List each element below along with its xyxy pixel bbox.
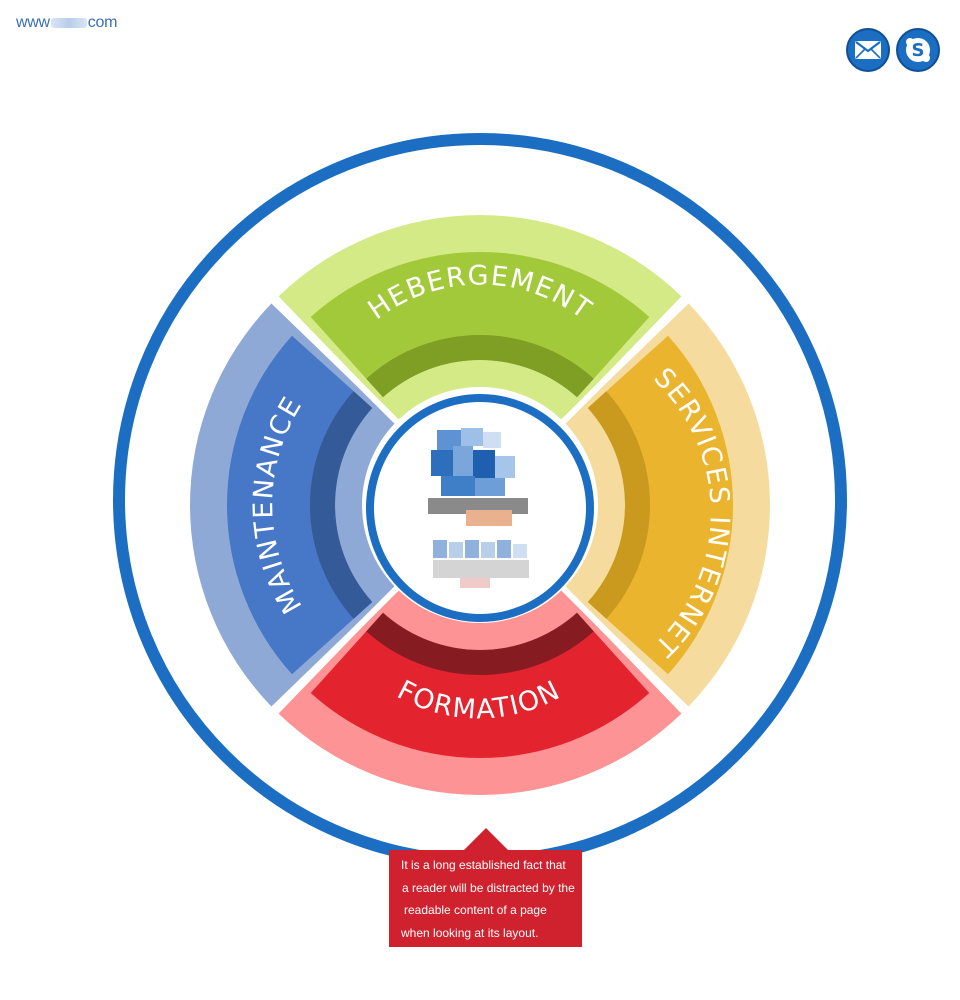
segment-separator <box>557 293 692 428</box>
envelope-icon <box>855 41 881 59</box>
site-url-suffix: com <box>87 14 118 31</box>
contact-buttons: S <box>846 28 940 72</box>
segment-formation-inner-shade <box>366 612 594 675</box>
info-callout: It is a long established fact that a rea… <box>389 828 582 947</box>
site-url[interactable]: www com <box>16 14 117 32</box>
site-url-prefix: www <box>16 14 50 31</box>
callout-line: It is a long established fact that <box>401 858 566 872</box>
email-button[interactable] <box>846 28 890 72</box>
skype-button[interactable]: S <box>896 28 940 72</box>
skype-icon: S <box>906 38 930 62</box>
segment-separator <box>268 293 403 428</box>
segments-layer <box>189 214 770 795</box>
company-logo[interactable] <box>428 428 529 588</box>
segment-services-inner-shade <box>587 391 650 619</box>
segment-maintenance-inner-shade <box>309 391 373 619</box>
site-url-blurred <box>50 17 87 28</box>
svg-text:S: S <box>912 40 925 61</box>
callout-line: when looking at its layout. <box>401 925 539 940</box>
segment-separator <box>268 582 403 717</box>
callout-line: readable content of a page <box>404 903 547 917</box>
segment-hebergement-inner-shade <box>366 335 594 398</box>
segment-separator <box>557 582 692 717</box>
callout-line: a reader will be distracted by the <box>402 880 575 895</box>
